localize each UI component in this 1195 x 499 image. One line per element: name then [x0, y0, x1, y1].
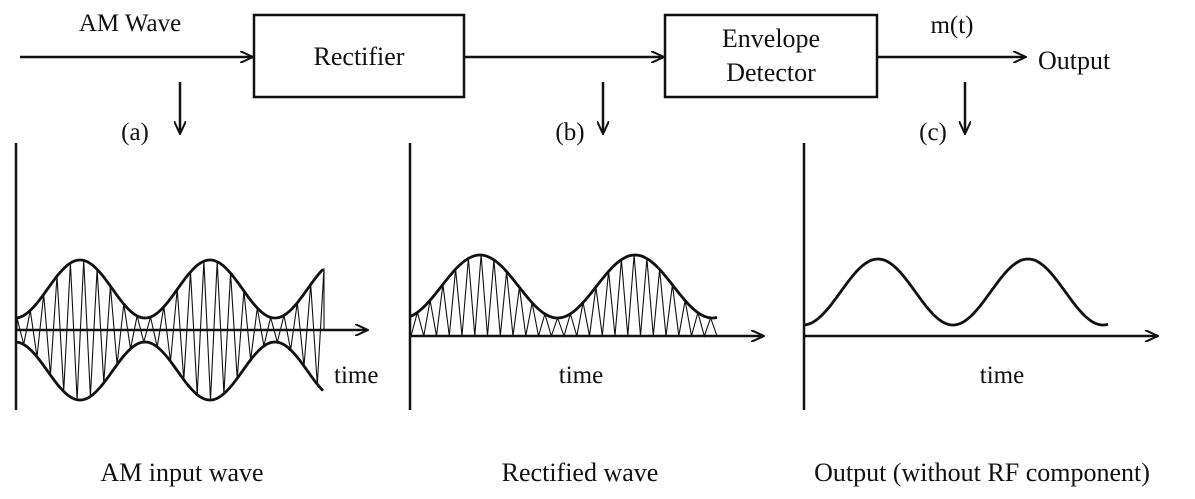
envelope-detector-label-line2: Detector — [726, 58, 816, 87]
plot-b-envelope — [410, 253, 718, 320]
input-signal-label: AM Wave — [79, 10, 181, 37]
plot-b-time-label: time — [559, 362, 603, 389]
plot-a-time-label: time — [334, 362, 378, 389]
caption-output: Output (without RF component) — [814, 458, 1150, 487]
plot-am-input — [14, 143, 367, 410]
block-diagram — [20, 13, 1025, 133]
message-signal-label: m(t) — [930, 12, 973, 39]
caption-rectified: Rectified wave — [502, 458, 659, 487]
plot-output — [802, 143, 1157, 410]
plot-a-upper-envelope — [16, 258, 325, 320]
output-label: Output — [1038, 46, 1111, 75]
envelope-detector-block — [663, 13, 879, 99]
tap-label-c: (c) — [919, 119, 947, 146]
plot-rectified — [408, 143, 763, 410]
tap-label-b: (b) — [555, 119, 584, 146]
plot-b-rectified-pulses — [410, 254, 718, 338]
rectifier-label: Rectifier — [314, 42, 405, 71]
tap-label-a: (a) — [121, 119, 149, 146]
envelope-detector-label-line1: Envelope — [722, 24, 820, 53]
caption-am-input: AM input wave — [100, 458, 263, 487]
plot-c-message-signal — [803, 257, 1109, 327]
plot-a-lower-envelope — [16, 340, 325, 402]
plot-c-time-label: time — [980, 362, 1024, 389]
